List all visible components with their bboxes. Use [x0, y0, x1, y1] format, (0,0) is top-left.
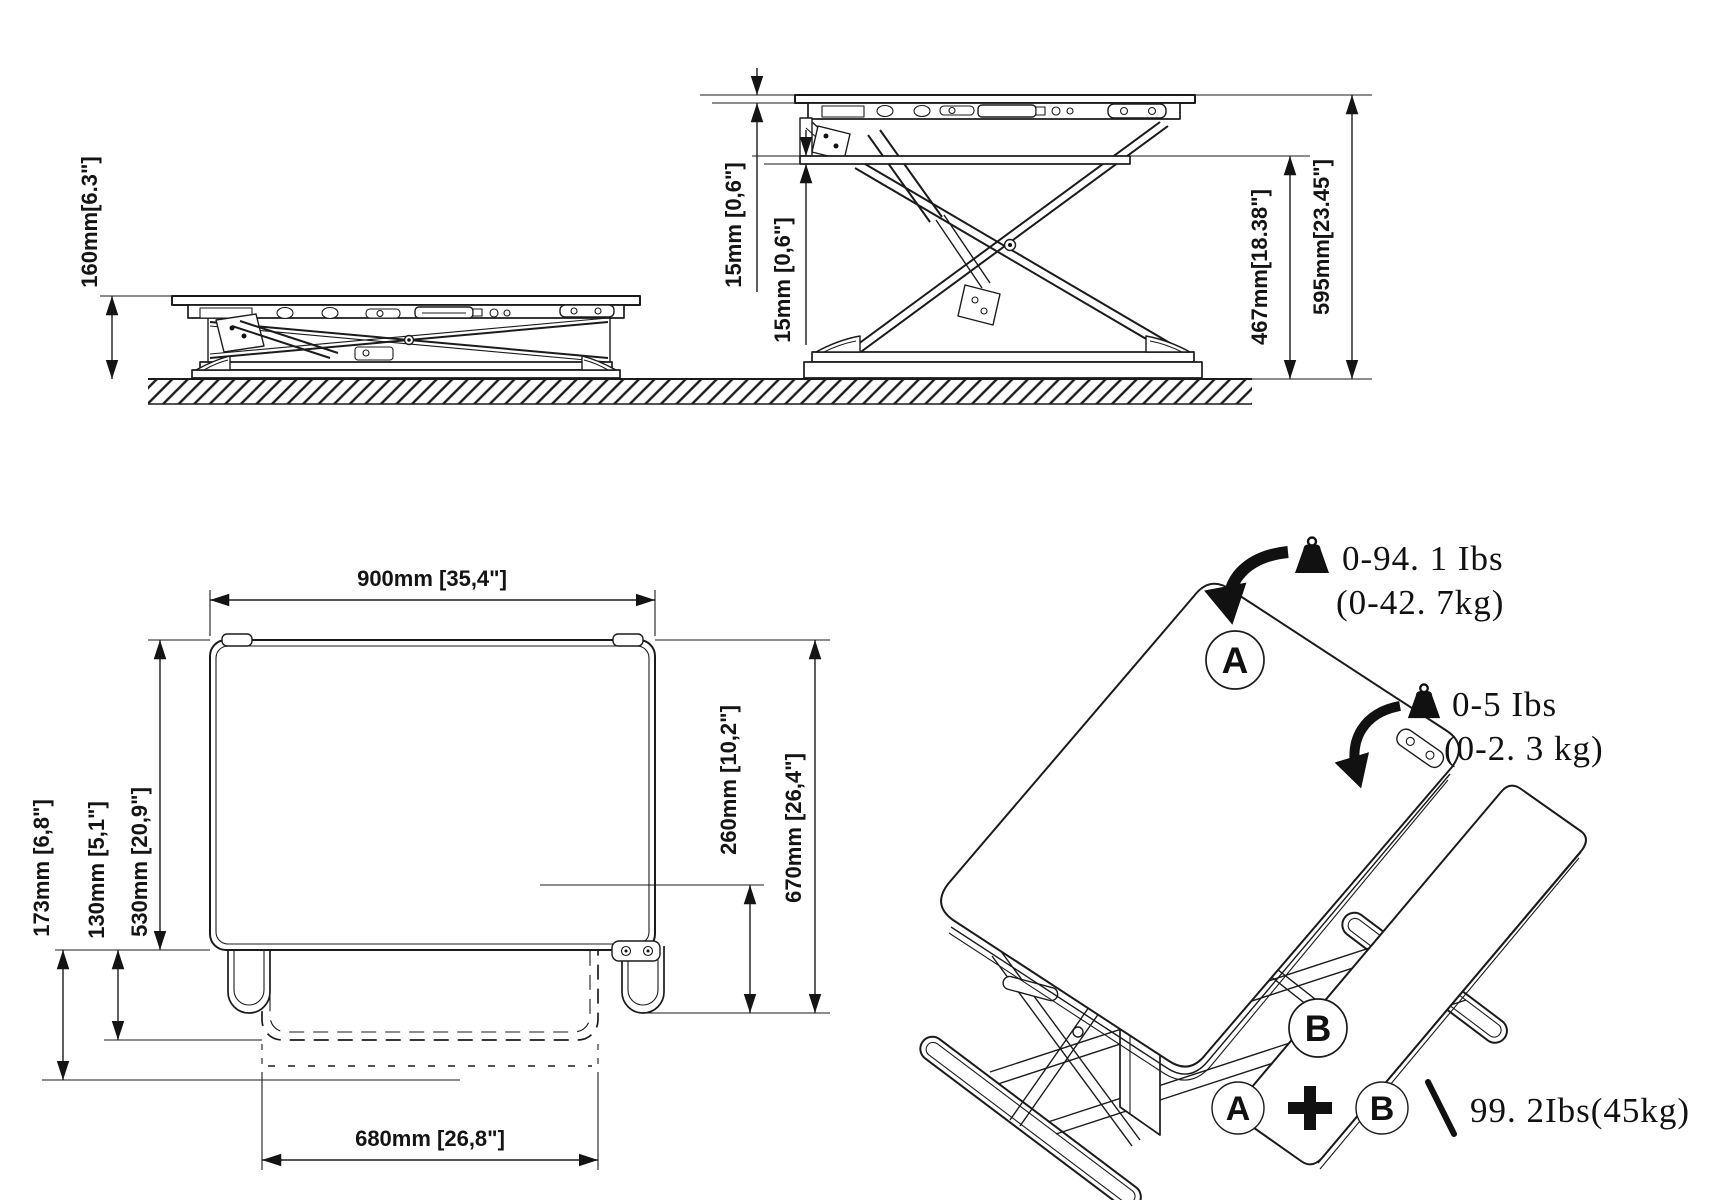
separator-stroke-icon [1425, 1079, 1457, 1137]
dim-label-tray-thickness: 15mm [0,6"] [770, 217, 795, 342]
side-view-collapsed: 160mm[6.3"] [77, 156, 641, 379]
ground-hatch [148, 378, 1252, 405]
circle-b-marker [1288, 998, 1348, 1058]
dim-label-tray-height: 467mm[18.38"] [1247, 189, 1272, 345]
formula-total: 99. 2Ibs(45kg) [1470, 1091, 1690, 1130]
dim-plan-total-depth: 670mm [26,4"] [781, 640, 822, 1013]
total-capacity-formula: A B 99. 2Ibs(45kg) [1211, 1079, 1690, 1137]
surface-a-annotation: 0-94. 1 Ibs (0-42. 7kg) A [1204, 536, 1504, 690]
circle-a-marker [1205, 630, 1265, 690]
capacity-b-lbs: 0-5 Ibs [1452, 685, 1557, 724]
dim-plan-tray-offset: 130mm [5,1"] [84, 801, 125, 1040]
dim-raised-tray-height: 467mm[18.38"] [1130, 155, 1310, 379]
dim-plan-width: 900mm [35,4"] [210, 566, 655, 607]
weight-icon-b [1407, 683, 1441, 719]
formula-circle-b [1355, 1081, 1409, 1135]
formula-b-letter: B [1370, 1090, 1395, 1128]
side-view-raised: 15mm [0,6"] 15mm [0,6"] 467mm[18.38"] 59… [700, 68, 1372, 380]
dim-label-total-depth: 670mm [26,4"] [781, 753, 806, 903]
dim-label-tray-offset: 130mm [5,1"] [84, 801, 109, 939]
dim-label-top-thickness: 15mm [0,6"] [721, 162, 746, 287]
dim-collapsed-height: 160mm[6.3"] [77, 156, 172, 379]
dim-plan-tray-width: 680mm [26,8"] [262, 1126, 598, 1167]
dim-label-collapsed-height: 160mm[6.3"] [77, 156, 102, 288]
dim-label-tray-width: 680mm [26,8"] [355, 1126, 505, 1151]
dim-raised-total-height: 595mm[23.45"] [1195, 94, 1372, 380]
dim-label-plan-depth: 530mm [20,9"] [127, 787, 152, 937]
dim-raised-tray-thickness: 15mm [0,6"] [752, 130, 813, 345]
capacity-a-kg: (0-42. 7kg) [1336, 583, 1504, 622]
dim-label-total-height: 595mm[23.45"] [1309, 159, 1334, 315]
curved-arrow-b-icon [1334, 701, 1402, 789]
dim-plan-depth: 530mm [20,9"] [127, 640, 167, 950]
dim-label-tray-extended: 173mm [6,8"] [29, 799, 54, 937]
curved-arrow-a-icon [1204, 546, 1289, 625]
capacity-a-lbs: 0-94. 1 Ibs [1342, 539, 1504, 578]
dim-raised-top-thickness: 15mm [0,6"] [700, 68, 795, 292]
plan-view: 900mm [35,4"] 530mm [20,9"] 130mm [5,1"]… [29, 566, 830, 1170]
isometric-view: 0-94. 1 Ibs (0-42. 7kg) A 0-5 Ibs (0-2. … [919, 536, 1690, 1200]
weight-icon-a [1295, 536, 1329, 573]
dim-plan-tray-extended: 173mm [6,8"] [29, 799, 70, 1080]
surface-b-letter: B [1305, 1008, 1332, 1049]
formula-circle-a [1211, 1081, 1265, 1135]
formula-a-letter: A [1226, 1090, 1251, 1128]
capacity-b-kg: (0-2. 3 kg) [1444, 729, 1604, 768]
surface-a-letter: A [1222, 640, 1249, 681]
dim-plan-tray-protrusion: 260mm [10,2"] [716, 705, 757, 1013]
dim-label-plan-width: 900mm [35,4"] [357, 566, 507, 591]
dim-label-tray-protrusion: 260mm [10,2"] [716, 705, 741, 855]
surface-b-annotation: 0-5 Ibs (0-2. 3 kg) B [1288, 683, 1604, 1058]
